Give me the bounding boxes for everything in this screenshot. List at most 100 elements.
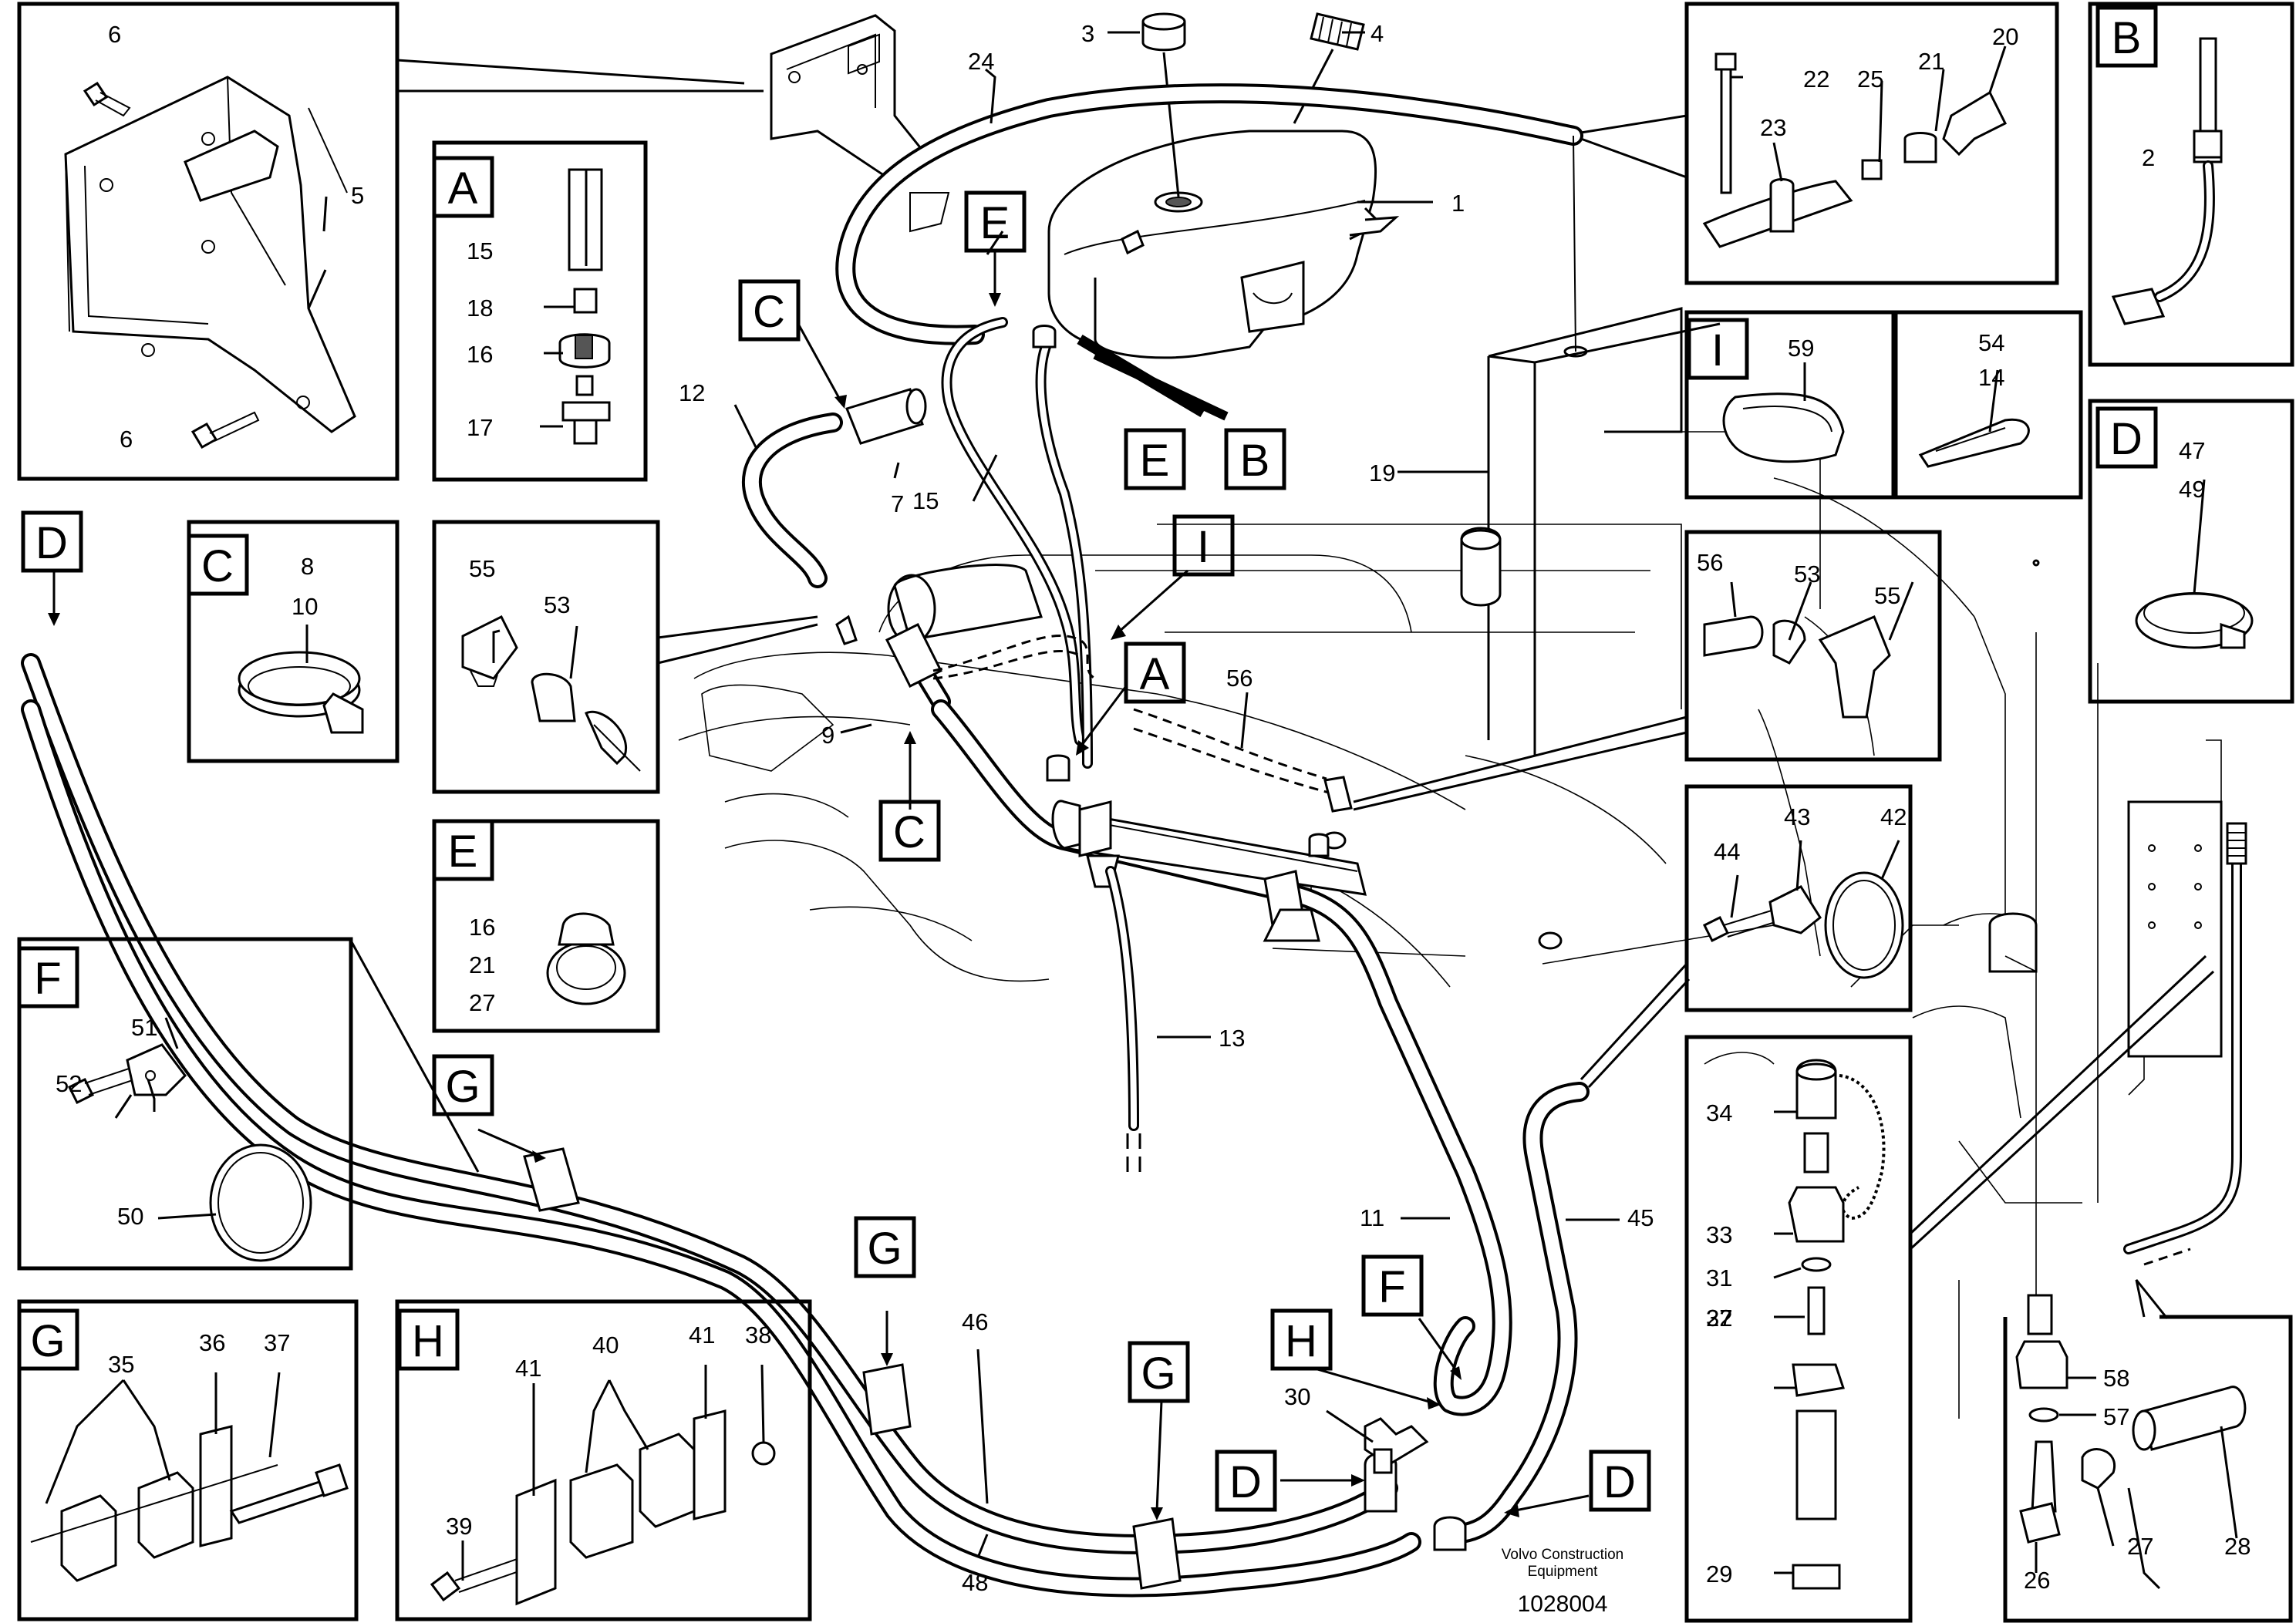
- callout-c-2: C: [893, 807, 925, 857]
- part-16b: 16: [469, 914, 495, 941]
- part-50: 50: [117, 1203, 143, 1230]
- drawing-number: 1028004: [1518, 1591, 1608, 1617]
- part-21b: 21: [469, 951, 495, 978]
- callout-g-3: G: [1141, 1349, 1175, 1399]
- part-39: 39: [446, 1513, 472, 1540]
- part-numbers: 1 2 3 4 5 6 6 7 8 9 10 11 12 13 14 15 15…: [56, 20, 2250, 1596]
- detail-box-b: [2088, 2, 2294, 367]
- part-16a: 16: [467, 341, 493, 368]
- detail-box-f: [17, 937, 353, 1271]
- callout-c-1: C: [753, 287, 785, 337]
- callout-i: I: [1197, 522, 1209, 572]
- part-38: 38: [745, 1322, 771, 1349]
- detail-box-bracket: [17, 2, 400, 481]
- letter-boxes: [17, 5, 2158, 1512]
- detail-box-flange: [1684, 784, 1913, 1012]
- part-6a: 6: [108, 21, 121, 48]
- part-2: 2: [2142, 144, 2155, 171]
- letter-labels: C E E B I A C D G G G F H D D A C E F G …: [30, 13, 2143, 1507]
- part-53b: 53: [1794, 561, 1820, 588]
- part-30: 30: [1284, 1383, 1310, 1410]
- part-15a: 15: [467, 237, 493, 264]
- detail-box-adapter: [2003, 1279, 2293, 1623]
- part-27a: 27: [1706, 1305, 1732, 1332]
- callout-e-2: E: [1140, 436, 1170, 486]
- part-34: 34: [1706, 1099, 1732, 1126]
- part-9: 9: [821, 722, 834, 749]
- detail-box-e: [432, 819, 660, 1033]
- detail-i-label: I: [1711, 325, 1724, 375]
- part-32-label: 32: [1706, 1305, 1732, 1332]
- part-42: 42: [1880, 803, 1907, 830]
- detail-box-elbow: [432, 520, 660, 794]
- part-31: 31: [1706, 1264, 1732, 1291]
- part-18: 18: [467, 295, 493, 322]
- part-48: 48: [962, 1569, 988, 1596]
- detail-box-nipple: [1684, 530, 1942, 762]
- part-29: 29: [1706, 1561, 1732, 1588]
- callout-b: B: [1240, 436, 1270, 486]
- detail-b-label: B: [2112, 13, 2142, 63]
- part-11: 11: [1360, 1204, 1384, 1231]
- part-12: 12: [679, 379, 705, 406]
- callout-g-2: G: [867, 1224, 902, 1274]
- callout-a: A: [1140, 649, 1170, 699]
- part-8: 8: [301, 553, 314, 580]
- part-28: 28: [2224, 1533, 2250, 1560]
- callout-g-1: G: [445, 1062, 480, 1112]
- part-23: 23: [1760, 114, 1786, 141]
- detail-box-connector: [1684, 2, 2059, 285]
- part-59: 59: [1788, 335, 1814, 362]
- callout-f: F: [1378, 1262, 1405, 1312]
- detail-a-label: A: [448, 163, 478, 214]
- part-19: 19: [1369, 460, 1395, 487]
- callout-arrows: [48, 251, 1590, 1520]
- part-46: 46: [962, 1308, 988, 1335]
- detail-e-label: E: [448, 827, 478, 877]
- detail-box-tie: [1893, 310, 2083, 500]
- detail-box-g: [17, 1299, 359, 1621]
- part-55a: 55: [469, 555, 495, 582]
- part-41b: 41: [689, 1322, 715, 1349]
- part-49: 49: [2179, 476, 2205, 503]
- machine-background: [678, 307, 2223, 1419]
- part-27c: 27: [469, 989, 495, 1016]
- detail-box-h: [395, 1299, 812, 1621]
- part-36: 36: [199, 1329, 225, 1356]
- callout-d-3: D: [1603, 1457, 1636, 1507]
- part-5: 5: [351, 182, 364, 209]
- part-56a: 56: [1226, 665, 1253, 692]
- part-17: 17: [467, 414, 493, 441]
- part-21a: 21: [1918, 48, 1944, 75]
- part-45: 45: [1627, 1204, 1654, 1231]
- part-27b: 27: [2127, 1533, 2153, 1560]
- part-25: 25: [1857, 66, 1883, 93]
- detail-box-i: [1684, 310, 1896, 500]
- detail-g-label: G: [30, 1316, 65, 1366]
- part-35: 35: [108, 1351, 134, 1378]
- maker-name-line2: Equipment: [1528, 1564, 1599, 1580]
- credit-block: Volvo Construction Equipment 1028004: [1502, 1547, 1623, 1617]
- part-14: 14: [1978, 364, 2004, 391]
- callout-h: H: [1285, 1316, 1317, 1366]
- part-41a: 41: [515, 1355, 541, 1382]
- part-1: 1: [1451, 190, 1465, 217]
- part-6b: 6: [120, 426, 133, 453]
- part-58: 58: [2103, 1365, 2129, 1392]
- part-40: 40: [592, 1332, 619, 1359]
- expansion-tank: [1047, 12, 1400, 359]
- part-51: 51: [131, 1014, 157, 1041]
- part-54: 54: [1978, 329, 2004, 356]
- part-3: 3: [1081, 20, 1094, 47]
- part-10: 10: [292, 593, 318, 620]
- callout-e-1: E: [980, 198, 1010, 248]
- part-43: 43: [1784, 803, 1810, 830]
- callout-d-1: D: [35, 518, 68, 568]
- part-56b: 56: [1697, 549, 1723, 576]
- part-52: 52: [56, 1070, 82, 1097]
- part-22: 22: [1803, 66, 1829, 93]
- part-55b: 55: [1874, 582, 1900, 609]
- part-15b: 15: [912, 487, 939, 514]
- part-13: 13: [1219, 1025, 1245, 1052]
